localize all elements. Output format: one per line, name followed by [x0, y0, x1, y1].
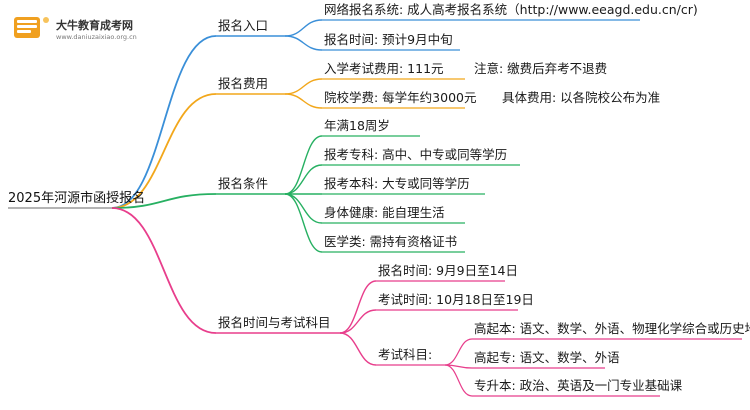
- leaf-node: 报名时间: 预计9月中旬: [324, 32, 453, 47]
- leaf-connector: [339, 309, 377, 334]
- subleaf-node: 专升本: 政治、英语及一门专业基础课: [474, 378, 683, 393]
- leaf-node: 报考专科: 高中、中专或同等学历: [324, 147, 507, 162]
- leaf-note: 具体费用: 以各院校公布为准: [502, 90, 660, 105]
- leaf-note: 注意: 缴费后弃考不退费: [474, 61, 607, 76]
- logo: 大牛教育成考网 www.daniuzaixiao.org.cn: [14, 17, 137, 41]
- leaf-node: 入学考试费用: 111元: [324, 61, 444, 76]
- leaf-connector: [284, 78, 323, 95]
- leaf-node: 报考本科: 大专或同等学历: [324, 176, 470, 191]
- leaf-connector: [284, 135, 323, 195]
- leaf-node: 年满18周岁: [324, 118, 390, 133]
- leaf-node: 报名时间: 9月9日至14日: [378, 263, 518, 278]
- leaf-connector: [284, 93, 323, 109]
- mindmap-nodes: 2025年河源市函授报名 报名入口 网络报名系统: 成人高考报名系统（http://…: [8, 2, 750, 393]
- leaf-node: 考试科目:: [378, 347, 432, 362]
- leaf-connector: [339, 280, 377, 334]
- branch-connector: [111, 193, 217, 209]
- subleaf-node: 高起本: 语文、数学、外语、物理化学综合或历史地理综合: [474, 321, 750, 336]
- leaf-connector: [284, 35, 323, 51]
- branch-node: 报名条件: [218, 176, 268, 191]
- subleaf-connector: [444, 338, 473, 366]
- connector-lines: [8, 19, 742, 397]
- leaf-connector: [284, 19, 323, 37]
- logo-title: 大牛教育成考网: [56, 18, 133, 32]
- branch-node: 报名时间与考试科目: [218, 315, 331, 330]
- branch-node: 报名入口: [218, 18, 268, 33]
- subleaf-connector: [444, 364, 473, 397]
- branch-connector: [111, 93, 217, 209]
- root-node: 2025年河源市函授报名: [8, 190, 145, 206]
- leaf-node: 考试时间: 10月18日至19日: [378, 292, 534, 307]
- branch-connector: [111, 35, 217, 209]
- branch-connector: [111, 207, 217, 334]
- leaf-node: 网络报名系统: 成人高考报名系统（http://www.eeagd.edu.cn…: [324, 2, 698, 17]
- logo-book-icon: [14, 17, 49, 38]
- leaf-node: 身体健康: 能自理生活: [324, 205, 445, 220]
- leaf-connector: [284, 164, 323, 195]
- branch-node: 报名费用: [218, 76, 268, 91]
- leaf-connector: [284, 193, 323, 253]
- leaf-node: 院校学费: 每学年约3000元: [324, 90, 477, 105]
- subleaf-node: 高起专: 语文、数学、外语: [474, 350, 620, 365]
- logo-url: www.daniuzaixiao.org.cn: [56, 33, 137, 41]
- leaf-connector: [339, 332, 377, 366]
- leaf-node: 医学类: 需持有资格证书: [324, 234, 457, 249]
- leaf-connector: [284, 193, 323, 224]
